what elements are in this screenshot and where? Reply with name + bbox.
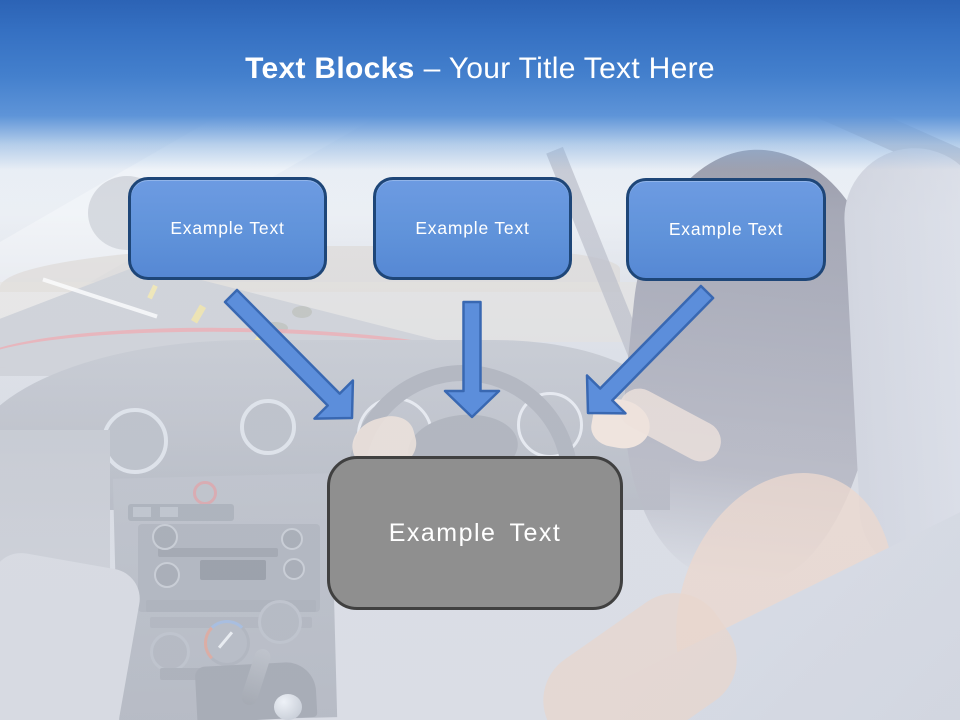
start-button	[193, 481, 217, 505]
stereo-knob	[283, 558, 305, 580]
stereo-knob	[281, 528, 303, 550]
center-block: Example Text	[327, 456, 623, 610]
stereo-knob	[154, 562, 180, 588]
stereo-knob	[152, 524, 178, 550]
cd-slot	[158, 548, 278, 557]
header-gradient-band	[0, 0, 960, 170]
text-block-1-label: Example Text	[170, 218, 285, 238]
slide-title: Text Blocks– Your Title Text Here	[0, 52, 960, 86]
console-button	[160, 507, 178, 517]
text-block-3-label: Example Text	[668, 219, 784, 239]
title-regular-text: – Your Title Text Here	[423, 52, 715, 85]
climate-knob	[258, 600, 302, 644]
title-bold-text: Text Blocks	[245, 52, 415, 85]
text-block-2: Example Text	[373, 177, 572, 280]
gear-shifter-knob	[274, 694, 302, 720]
stereo-display	[200, 560, 266, 580]
text-block-2-label: Example Text	[415, 218, 530, 238]
climate-temp-knob	[204, 620, 250, 666]
text-block-1: Example Text	[128, 177, 327, 280]
center-block-label: Example Text	[388, 518, 562, 547]
console-button-row	[128, 504, 234, 521]
console-button	[133, 507, 151, 517]
text-block-3: Example Text	[626, 178, 826, 281]
air-vent-left	[102, 408, 168, 474]
